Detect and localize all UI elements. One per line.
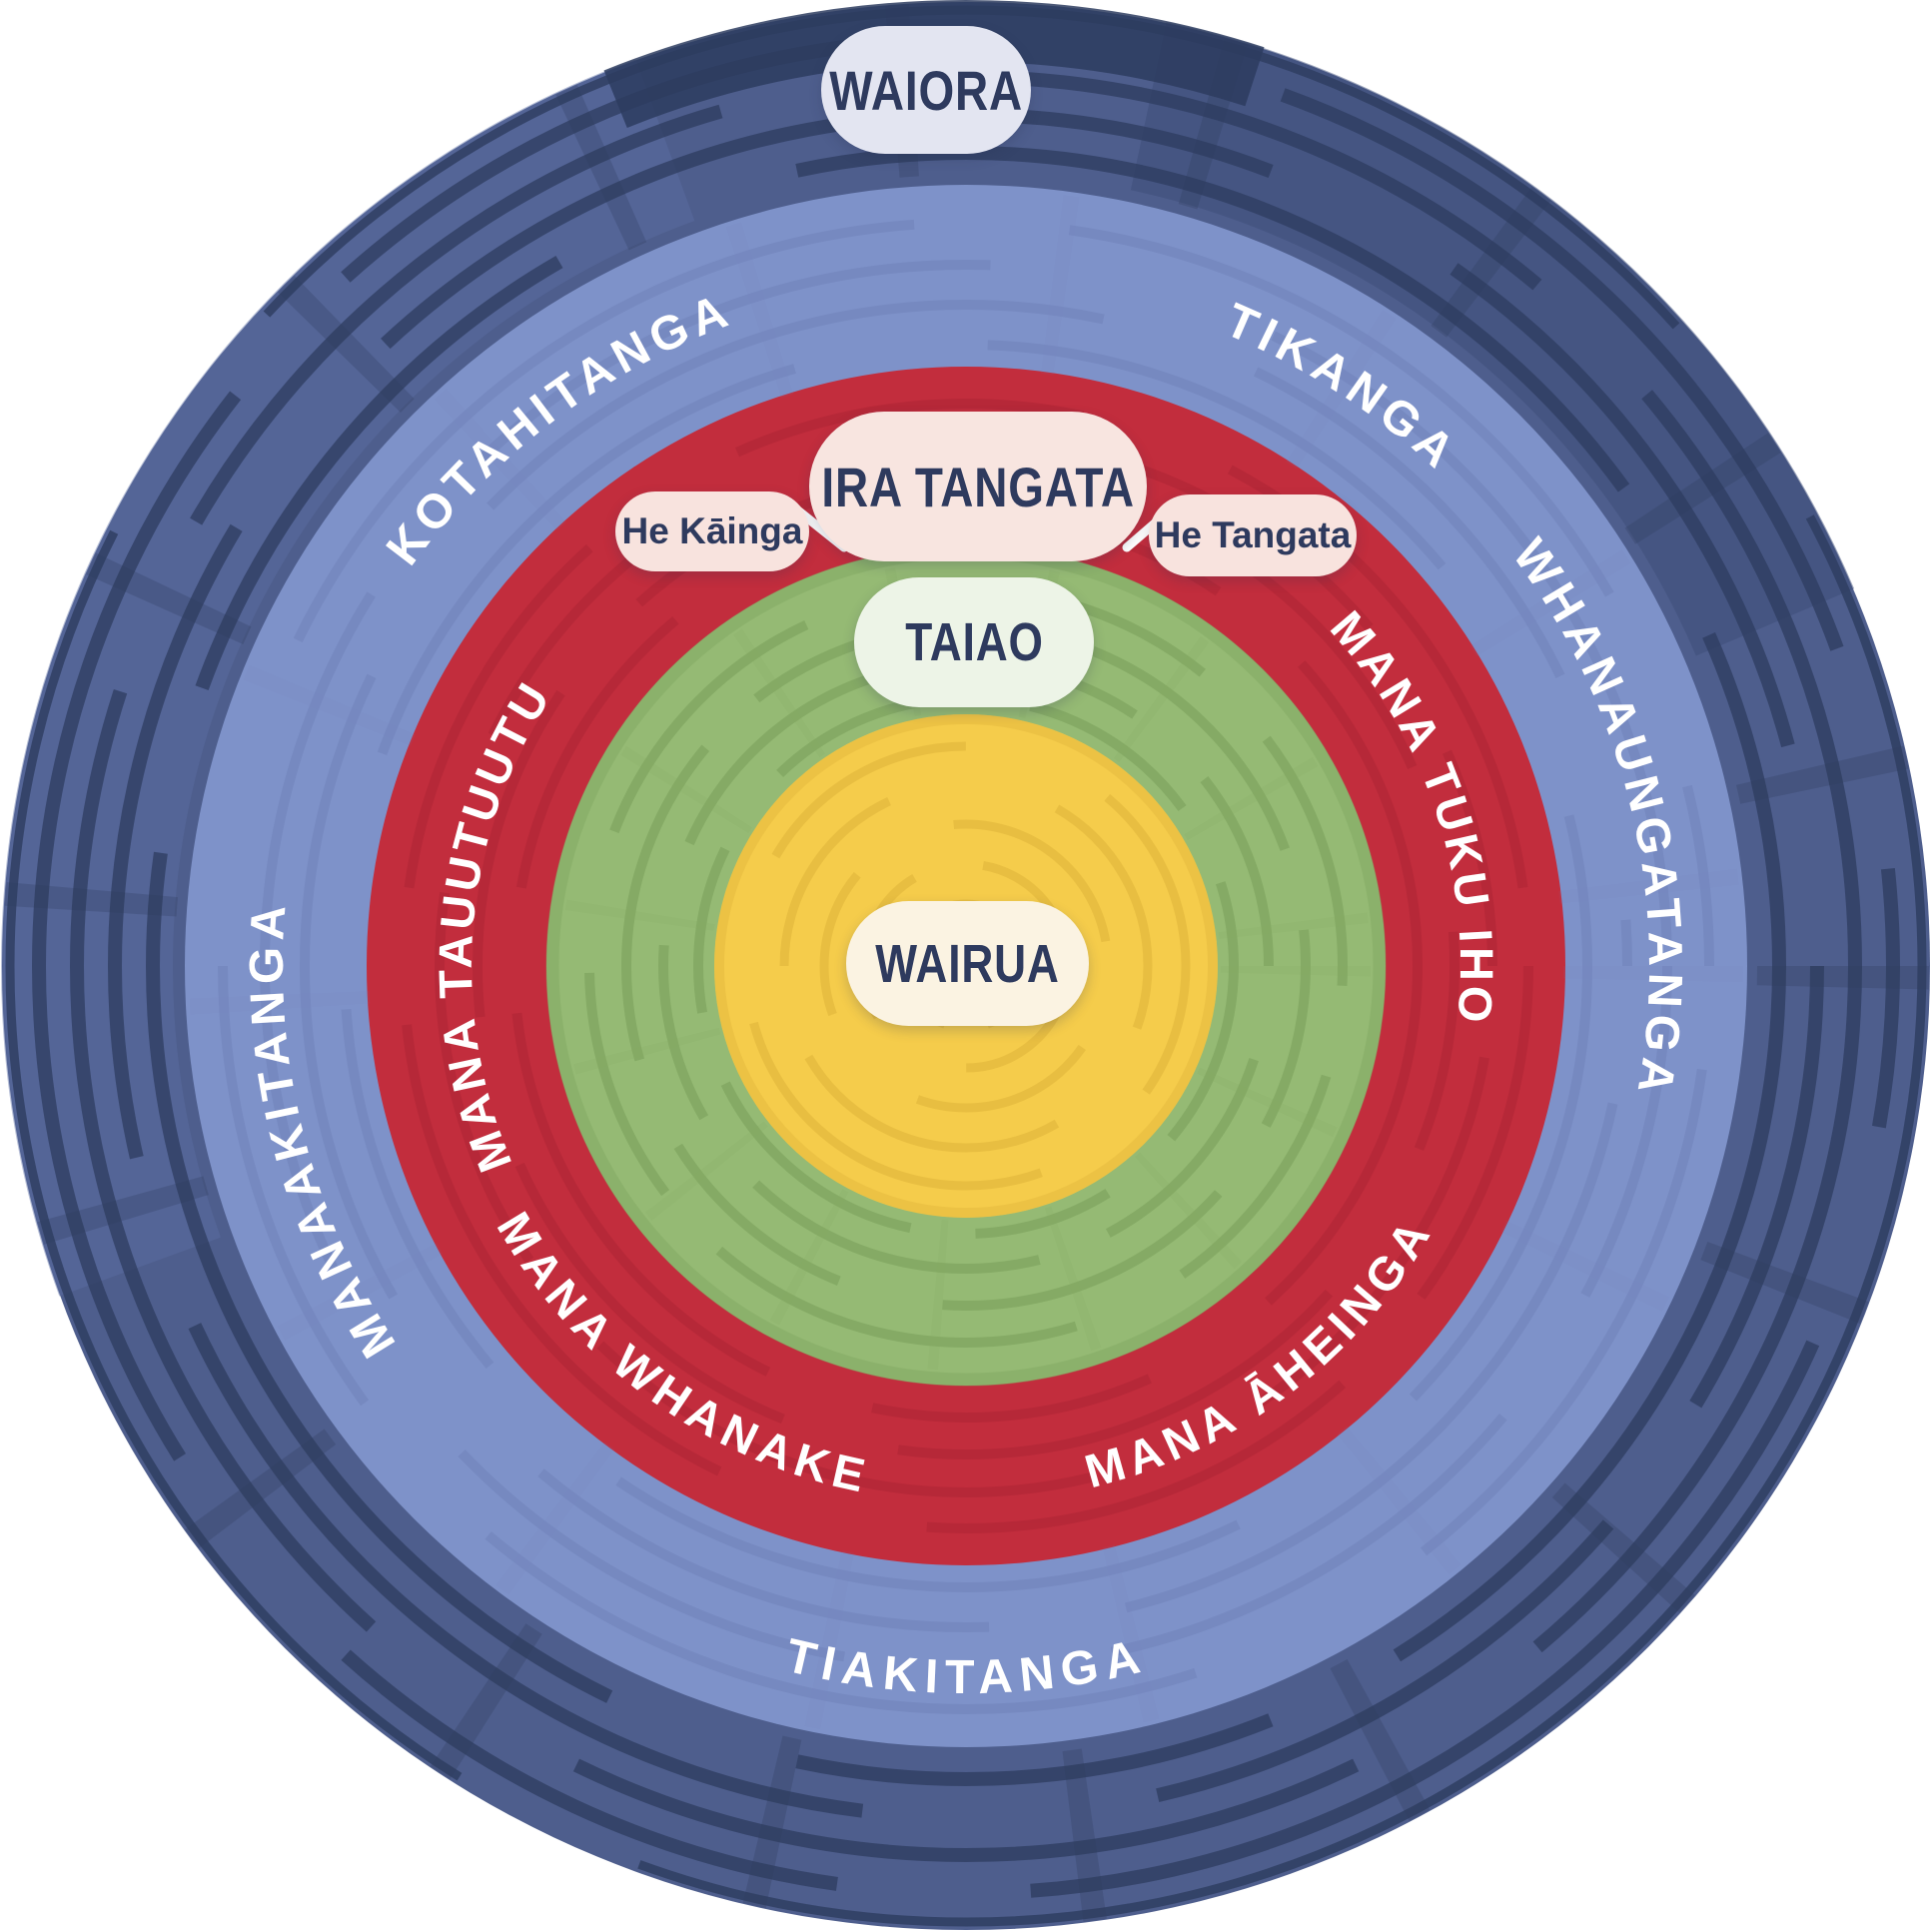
waiora-pill: WAIORA xyxy=(821,26,1031,154)
wairua-label: WAIRUA xyxy=(875,933,1060,994)
taiao-label: TAIAO xyxy=(904,612,1044,672)
waiora-label: WAIORA xyxy=(829,58,1023,122)
wairua-pill: WAIRUA xyxy=(846,901,1089,1026)
taiao-pill: TAIAO xyxy=(854,577,1094,707)
ira-tangata-label: IRA TANGATA xyxy=(821,455,1135,518)
ira-tangata-pill: IRA TANGATA xyxy=(809,412,1147,561)
he-tangata-label: He Tangata xyxy=(1154,514,1352,555)
he-tangata-pill: He Tangata xyxy=(1149,494,1357,576)
blue-ring-texture xyxy=(189,189,1743,1743)
he-kainga-pill: He Kāinga xyxy=(615,491,809,571)
he-kainga-label: He Kāinga xyxy=(621,510,803,551)
